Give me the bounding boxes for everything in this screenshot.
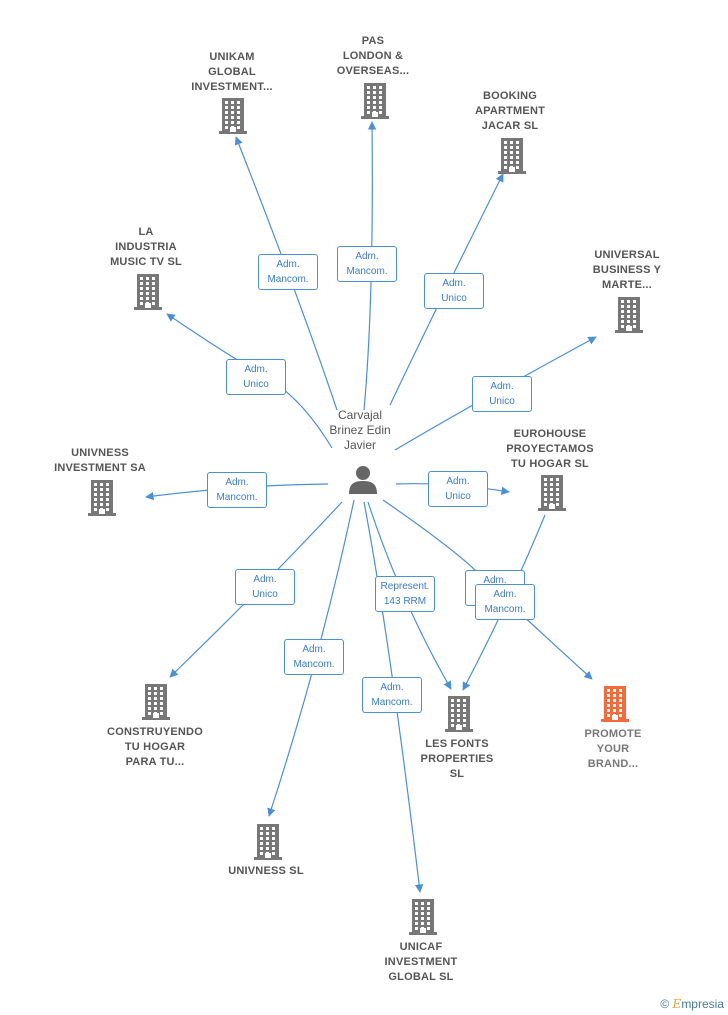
company-name-label[interactable]: CONSTRUYENDO TU HOGAR PARA TU... bbox=[107, 726, 203, 768]
company-name-label[interactable]: UNIVNESS SL bbox=[228, 865, 304, 877]
company-name-label[interactable]: UNIKAM GLOBAL INVESTMENT... bbox=[191, 51, 273, 93]
edge-role-label[interactable]: Adm. Unico bbox=[472, 376, 532, 412]
edge-role-label[interactable]: Adm. Mancom. bbox=[362, 677, 422, 713]
company-building-icon[interactable] bbox=[142, 684, 170, 725]
company-building-icon[interactable] bbox=[254, 824, 282, 865]
edge-role-label[interactable]: Adm. Mancom. bbox=[337, 246, 397, 282]
company-building-icon[interactable] bbox=[409, 899, 437, 940]
edge-role-label[interactable]: Adm. Unico bbox=[424, 273, 484, 309]
copyright-symbol: © bbox=[660, 997, 670, 1011]
company-building-icon[interactable] bbox=[538, 475, 566, 516]
company-name-label[interactable]: PAS LONDON & OVERSEAS... bbox=[336, 35, 410, 77]
edge-role-label[interactable]: Represent. 143 RRM bbox=[375, 576, 435, 612]
company-name-label[interactable]: UNICAF INVESTMENT GLOBAL SL bbox=[384, 941, 458, 983]
brand-logo-e: E bbox=[672, 997, 682, 1011]
company-building-icon[interactable] bbox=[134, 274, 162, 315]
company-building-icon[interactable] bbox=[615, 297, 643, 338]
brand-logo-text: mpresia bbox=[681, 997, 724, 1011]
edge-role-label[interactable]: Adm. Unico bbox=[428, 471, 488, 507]
company-name-label[interactable]: UNIVNESS INVESTMENT SA bbox=[54, 447, 146, 474]
company-name-label[interactable]: PROMOTE YOUR BRAND... bbox=[584, 728, 642, 770]
company-building-icon[interactable] bbox=[219, 98, 247, 139]
company-building-icon[interactable] bbox=[498, 138, 526, 179]
edge-arrow bbox=[363, 501, 424, 893]
company-name-label[interactable]: UNIVERSAL BUSINESS Y MARTE... bbox=[592, 249, 662, 291]
company-building-icon[interactable] bbox=[445, 696, 473, 737]
edge-arrow bbox=[519, 612, 593, 680]
footer-brand: © Empresia bbox=[660, 997, 724, 1011]
company-name-label[interactable]: LA INDUSTRIA MUSIC TV SL bbox=[110, 226, 182, 268]
edge-role-label[interactable]: Adm. Mancom. bbox=[284, 639, 344, 675]
company-building-icon[interactable] bbox=[601, 686, 629, 727]
edge-role-label[interactable]: Adm. Mancom. bbox=[475, 584, 535, 620]
edge-role-label[interactable]: Adm. Mancom. bbox=[207, 472, 267, 508]
edge-arrow bbox=[363, 121, 377, 411]
edge-role-label[interactable]: Adm. Unico bbox=[235, 569, 295, 605]
company-name-label[interactable]: LES FONTS PROPERTIES SL bbox=[420, 738, 494, 780]
company-name-label[interactable]: EUROHOUSE PROYECTAMOS TU HOGAR SL bbox=[506, 428, 594, 470]
company-building-icon[interactable] bbox=[88, 480, 116, 521]
edge-role-label[interactable]: Adm. Mancom. bbox=[258, 254, 318, 290]
edge-role-label[interactable]: Adm. Unico bbox=[226, 359, 286, 395]
person-name: Carvajal Brinez Edin Javier bbox=[329, 408, 391, 452]
company-name-label[interactable]: BOOKING APARTMENT JACAR SL bbox=[474, 90, 546, 132]
company-building-icon[interactable] bbox=[361, 83, 389, 124]
person-icon[interactable] bbox=[348, 464, 378, 494]
